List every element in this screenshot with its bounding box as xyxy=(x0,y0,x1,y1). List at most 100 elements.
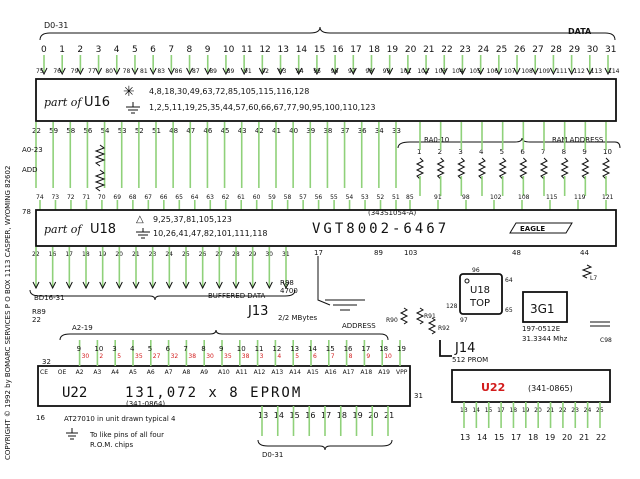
j14-name: J14 xyxy=(454,341,475,356)
u22-pin-CE: CE xyxy=(40,369,48,376)
u18-right-pin-102: 102 xyxy=(490,194,502,201)
top-bit-14: 14 xyxy=(296,45,308,55)
top-pin-99: 99 xyxy=(383,68,391,75)
bottom-pin-18: 18 xyxy=(337,411,347,420)
u22-red-pin-27: 27 xyxy=(153,353,161,360)
u22-pin-A2: A2 xyxy=(76,369,84,376)
u18-right-pin-121: 121 xyxy=(602,194,614,201)
u22-red-pin-2: 2 xyxy=(99,353,103,360)
ra-bit-8: 8 xyxy=(562,148,566,156)
top-pin-79: 79 xyxy=(71,68,79,75)
j14-bracket xyxy=(439,340,452,357)
r90-zigzag xyxy=(399,307,409,325)
ra-resistor xyxy=(498,157,507,180)
top-pin-86: 86 xyxy=(175,68,183,75)
u22-pin-A14: A14 xyxy=(289,369,301,376)
top-bit-arrow xyxy=(386,67,394,76)
top-pin-81: 81 xyxy=(140,68,148,75)
top-pin-80: 80 xyxy=(105,68,113,75)
ra-resistor xyxy=(457,157,466,180)
u22-red-pin-9: 9 xyxy=(366,353,370,360)
u22-red-pin-35: 35 xyxy=(224,353,232,360)
u22-addr-bit-17: 17 xyxy=(361,345,370,353)
u18-ground-icon xyxy=(136,228,150,239)
u18-top-pin97: 97 xyxy=(460,317,468,324)
top-bit-20: 20 xyxy=(405,45,417,55)
r89-value: 22 xyxy=(32,316,41,324)
u16-name: U16 xyxy=(84,95,110,110)
u18-row-pin-66: 66 xyxy=(160,194,168,201)
u18-top-name: U18 xyxy=(470,285,490,296)
u22-red-pin-3: 3 xyxy=(260,353,264,360)
u18-part-number: VGT8002-6467 xyxy=(312,221,449,237)
top-bit-25: 25 xyxy=(496,45,507,55)
top-bit-arrow xyxy=(222,67,230,76)
ra-bit-3: 3 xyxy=(458,148,462,156)
u22-pin-right: 31 xyxy=(414,392,423,400)
u22-mid: 131,072 x 8 EPROM xyxy=(125,385,302,401)
u22-red-pin-5: 5 xyxy=(295,353,299,360)
u22-red-pin-8: 8 xyxy=(349,353,353,360)
u22-addr-bit-7: 7 xyxy=(183,345,187,353)
buffered-brace xyxy=(29,289,296,301)
j13-name: J13 xyxy=(247,304,268,319)
pin-17: 17 xyxy=(314,249,323,257)
top-bit-arrow xyxy=(513,67,521,76)
l7-label: L7 xyxy=(590,275,597,282)
top-bit-arrow xyxy=(349,67,357,76)
u18-top-sub: TOP xyxy=(469,298,490,309)
oscillator-box xyxy=(522,291,568,323)
u18-row-pin-63: 63 xyxy=(206,194,214,201)
top-pin-112: 112 xyxy=(573,68,585,75)
top-bit-18: 18 xyxy=(368,45,380,55)
a2-19-brace xyxy=(59,329,389,341)
u22-red-pin-30: 30 xyxy=(82,353,90,360)
u22-pin-A3: A3 xyxy=(93,369,101,376)
pin-103: 103 xyxy=(404,249,417,257)
ra-resistor xyxy=(539,157,549,180)
ra-resistor xyxy=(436,157,445,180)
u18-row-pin-73: 73 xyxy=(51,194,59,201)
r89-label: R89 xyxy=(32,308,46,316)
u22-pin-A17: A17 xyxy=(343,369,355,376)
u22-pin-A10: A10 xyxy=(218,369,230,376)
top-bit-arrow xyxy=(531,67,539,76)
u22-red-pin-30: 30 xyxy=(206,353,214,360)
buffered-arrow xyxy=(265,281,273,290)
u18-box xyxy=(35,209,617,247)
bottom-pin-19: 19 xyxy=(353,411,363,420)
u18-row-pin-54: 54 xyxy=(346,194,354,201)
c98-label: C98 xyxy=(600,337,612,344)
u16-ground-pins: 1,2,5,11,19,25,35,44,57,60,66,67,77,90,9… xyxy=(149,103,375,112)
osc-name: 3G1 xyxy=(530,302,555,316)
buffered-arrow xyxy=(149,281,157,290)
buffered-arrow xyxy=(232,281,240,290)
u22-addr-bit-9: 9 xyxy=(77,345,81,353)
top-pin-105: 105 xyxy=(469,68,481,75)
top-bit-arrow xyxy=(113,67,121,76)
ra-bit-7: 7 xyxy=(541,148,545,156)
top-bit-30: 30 xyxy=(587,45,599,55)
pin-48: 48 xyxy=(512,249,521,257)
u18-right-pin-85: 85 xyxy=(406,194,414,201)
top-bit-arrow xyxy=(186,67,193,76)
u18-triangle-icon: △ xyxy=(136,214,144,225)
u18-top-pin128: 128 xyxy=(446,303,458,310)
u22-pin-A8: A8 xyxy=(182,369,190,376)
top-bit-arrow xyxy=(149,67,157,76)
u18-right-pin-98: 98 xyxy=(462,194,470,201)
top-bit-21: 21 xyxy=(423,45,434,55)
top-pin-106: 106 xyxy=(487,68,499,75)
ra-resistor xyxy=(477,157,487,180)
u18-right-pin-108: 108 xyxy=(518,194,530,201)
u22-pin-A15: A15 xyxy=(307,369,319,376)
buffered-arrow xyxy=(65,281,73,290)
top-pin-91: 91 xyxy=(244,68,252,75)
ra-label: RA0-10 xyxy=(424,136,449,144)
u22-red-pin-10: 10 xyxy=(384,353,392,360)
pin-89: 89 xyxy=(374,249,383,257)
u16-ground-icon xyxy=(126,102,140,114)
bottom-pin-13: 13 xyxy=(258,411,268,420)
